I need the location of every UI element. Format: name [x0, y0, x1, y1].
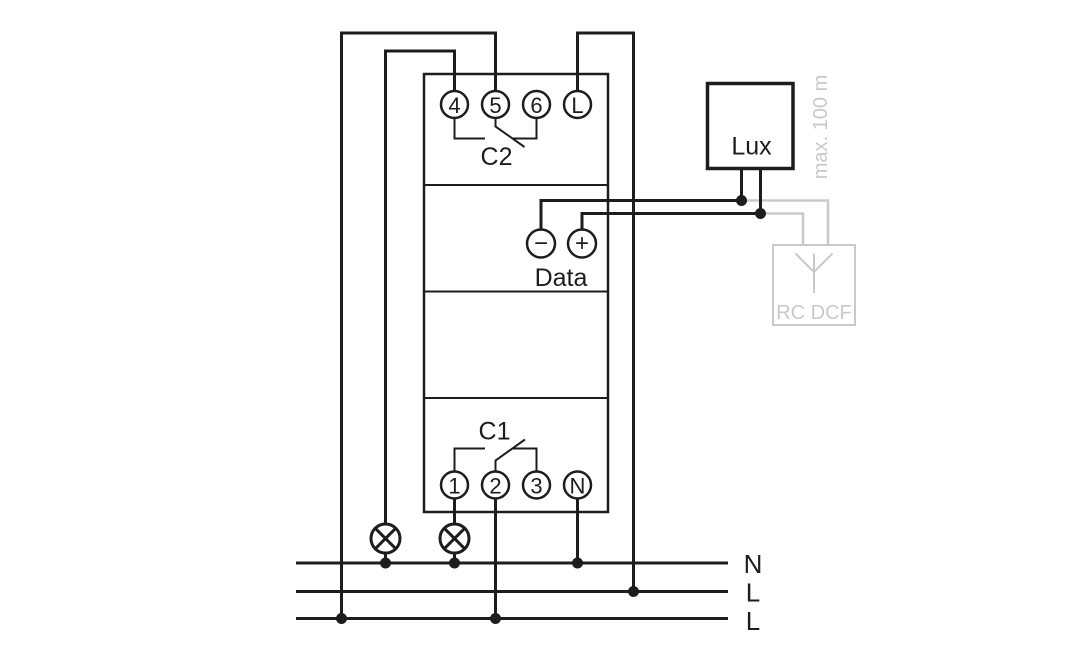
terminal-data-minus: −: [525, 228, 557, 259]
terminal-3: 3: [521, 470, 552, 500]
device-body: [422, 72, 610, 514]
lamp-2: [438, 522, 471, 555]
terminal-2-label: 2: [489, 474, 501, 499]
rc-dcf-box: [772, 244, 856, 326]
terminal-data-minus-label: −: [534, 230, 548, 257]
wiring: [296, 31, 762, 620]
channel-c2-label: C2: [481, 143, 513, 171]
lux-sensor-label: Lux: [731, 133, 772, 161]
terminal-n-label: N: [570, 474, 586, 499]
terminal-1-label: 1: [448, 474, 460, 499]
lux-sensor-box: [705, 81, 795, 171]
data-section-label: Data: [535, 264, 588, 292]
bus-label-n: N: [744, 549, 763, 579]
terminal-5: 5: [480, 89, 511, 120]
relay-contact-c1: [453, 438, 538, 471]
wire-data-minus-to-lux: [539, 199, 742, 230]
wire-terminal-l-to-l-bus: [576, 31, 635, 592]
junction-dot: [449, 557, 460, 569]
terminal-6: 6: [521, 89, 552, 120]
contact-blade-c2: [494, 118, 526, 148]
channel-c1-label: C1: [479, 418, 511, 446]
bus-labels: N L L: [744, 549, 763, 636]
lux-sensor: Lux: [705, 81, 795, 171]
junction-dot: [380, 557, 391, 569]
terminal-data-plus-label: +: [575, 230, 589, 257]
cable-length-note: max. 100 m: [810, 75, 832, 179]
lamp-1: [369, 522, 402, 555]
terminal-l-label: L: [571, 93, 583, 118]
terminal-data-plus: +: [566, 228, 598, 259]
terminal-4: 4: [439, 89, 470, 120]
antenna-icon: [794, 252, 834, 293]
terminal-3-label: 3: [530, 474, 542, 499]
junction-dot: [736, 195, 747, 206]
junction-dots: [336, 195, 766, 624]
terminal-4-label: 4: [448, 93, 460, 118]
bus-label-l2: L: [746, 606, 760, 636]
contact-blade-c1: [494, 438, 526, 471]
antenna-cable-1: [741, 199, 830, 245]
junction-dot: [755, 208, 766, 219]
junction-dot: [490, 613, 501, 624]
junction-dot: [572, 557, 583, 569]
rc-antenna-accessory: RC DCF max. 100 m: [741, 75, 856, 326]
relay-contact-c2: [453, 118, 538, 148]
terminal-6-label: 6: [530, 93, 542, 118]
terminal-2: 2: [480, 470, 511, 500]
terminal-l: L: [562, 89, 593, 120]
timer-device: C2 4 5 6 L −: [422, 72, 610, 514]
bus-label-l1: L: [746, 578, 760, 608]
wire-terminal5-to-l-bus: [340, 31, 497, 619]
wire-data-plus-to-lux: [580, 212, 761, 230]
rc-dcf-label: RC DCF: [776, 302, 852, 324]
antenna-cable-2: [760, 212, 805, 245]
junction-dot: [336, 613, 347, 624]
wire-terminal4-to-lamp1: [384, 49, 456, 524]
terminal-1: 1: [439, 470, 470, 500]
terminal-5-label: 5: [489, 93, 501, 118]
junction-dot: [628, 586, 639, 597]
terminal-n: N: [562, 470, 593, 500]
